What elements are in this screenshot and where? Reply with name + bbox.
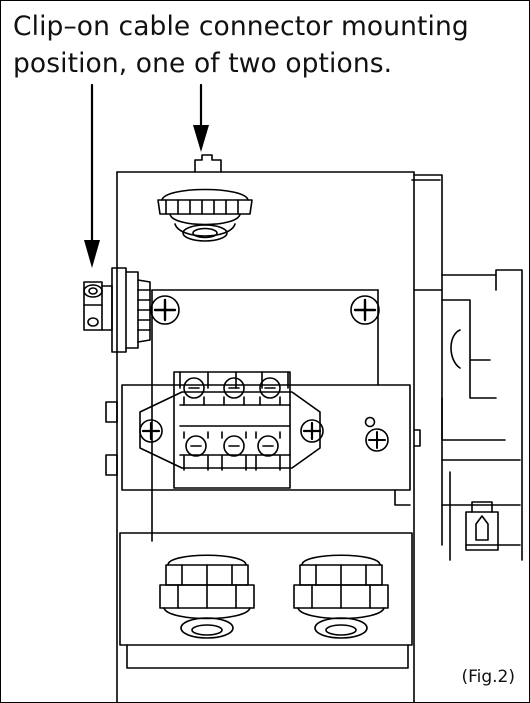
terminal-screw-right	[300, 419, 324, 443]
cable-gland-right	[293, 554, 389, 639]
caption-line-1: Clip–on cable connector mounting	[13, 11, 469, 42]
mounting-screw-right	[350, 295, 380, 325]
side-clip-connector	[83, 281, 113, 331]
arrow-top	[193, 83, 209, 152]
side-gland	[111, 267, 151, 353]
mounting-screw-left	[150, 295, 180, 325]
top-clip-connector	[194, 154, 222, 173]
top-grommet	[157, 188, 253, 242]
terminal-screw-left	[139, 419, 163, 443]
enclosure	[116, 171, 415, 703]
cable-gland-left	[159, 554, 255, 639]
side-studs	[105, 401, 421, 476]
arrow-side	[84, 83, 100, 268]
lower-chamber	[119, 532, 413, 669]
arrow-head-side	[84, 240, 100, 268]
terminal-block	[139, 371, 321, 489]
mounting-plate	[121, 384, 411, 506]
side-panel	[411, 174, 523, 561]
caption-line-2: position, one of two options.	[13, 48, 393, 79]
arrow-head-top	[193, 125, 209, 152]
caption: Clip–on cable connector mounting positio…	[13, 8, 513, 82]
ground-screw	[365, 428, 389, 452]
figure-label: (Fig.2)	[461, 667, 515, 687]
side-panel-clip	[465, 501, 499, 551]
